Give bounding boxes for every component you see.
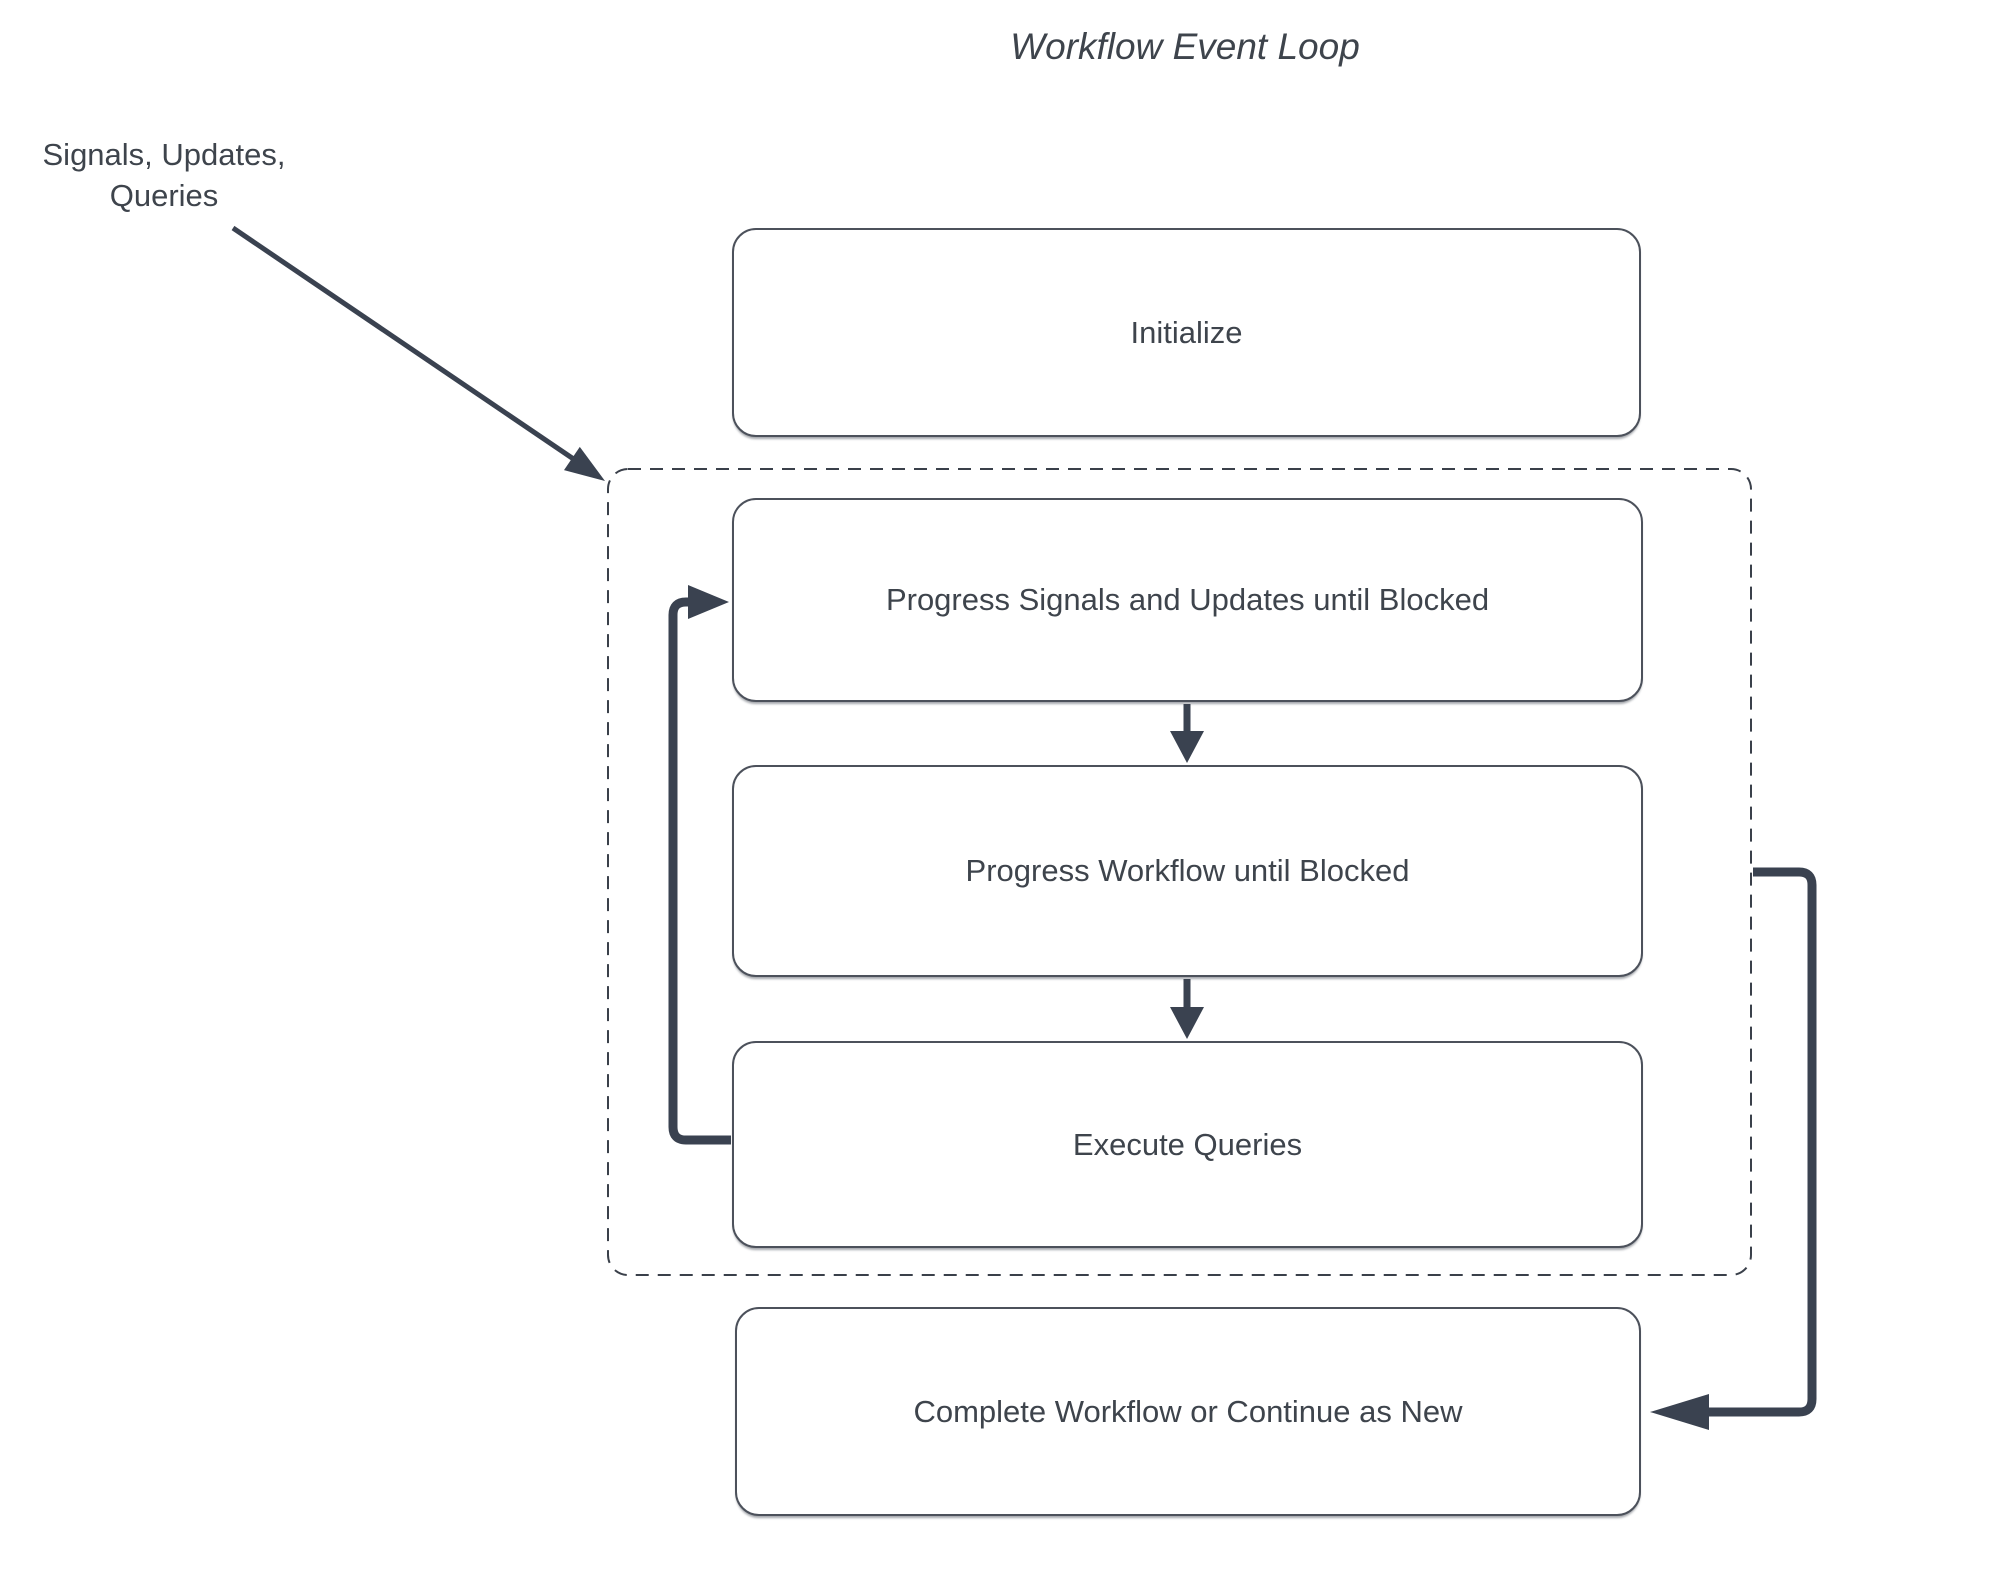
node-execute-queries: Execute Queries bbox=[732, 1041, 1643, 1248]
node-progress-signals-and-updates: Progress Signals and Updates until Block… bbox=[732, 498, 1643, 702]
edge-annotation-to-loop bbox=[231, 225, 605, 481]
signals-updates-queries-label: Signals, Updates, Queries bbox=[28, 134, 300, 216]
node-complete-workflow-label: Complete Workflow or Continue as New bbox=[913, 1393, 1463, 1429]
node-progress-signals-label: Progress Signals and Updates until Block… bbox=[885, 582, 1490, 617]
edge-queries-loop-back bbox=[668, 585, 731, 1145]
node-execute-queries-label: Execute Queries bbox=[1072, 1126, 1303, 1162]
node-progress-workflow: Progress Workflow until Blocked bbox=[732, 765, 1643, 977]
edge-loop-to-complete bbox=[1650, 867, 1817, 1430]
node-initialize: Initialize bbox=[732, 228, 1641, 437]
edge-workflow-to-queries bbox=[1170, 979, 1204, 1039]
node-initialize-label: Initialize bbox=[1130, 314, 1243, 350]
annotation-line-2: Queries bbox=[109, 178, 219, 213]
annotation-line-1: Signals, Updates, bbox=[42, 137, 286, 172]
node-complete-workflow: Complete Workflow or Continue as New bbox=[735, 1307, 1641, 1516]
node-progress-workflow-label: Progress Workflow until Blocked bbox=[965, 853, 1410, 888]
edge-signals-to-workflow bbox=[1170, 704, 1204, 763]
page-title: Workflow Event Loop bbox=[1010, 26, 1360, 67]
